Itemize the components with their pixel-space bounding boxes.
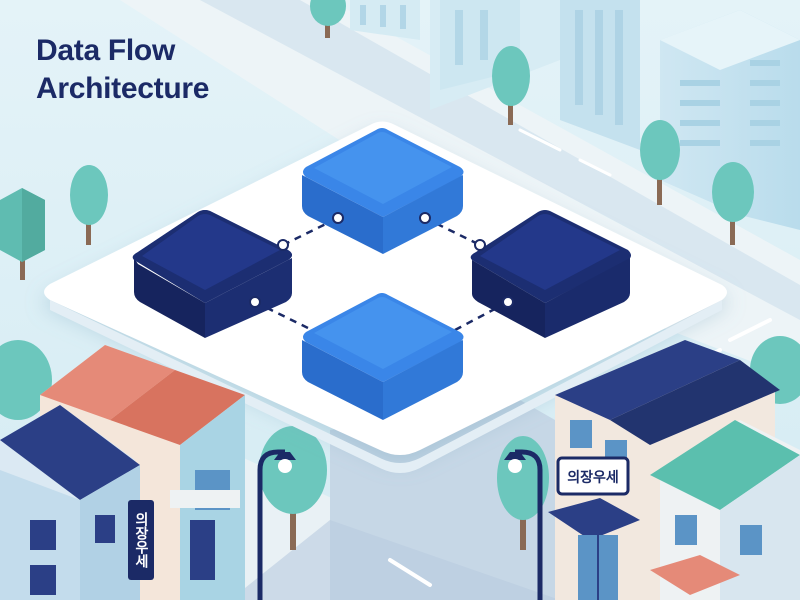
page-title: Data Flow Architecture bbox=[36, 32, 209, 108]
sign-horizontal bbox=[556, 456, 630, 496]
endpoint-dot bbox=[502, 296, 514, 308]
street-lamps bbox=[257, 449, 543, 600]
tree bbox=[70, 165, 108, 245]
tree bbox=[492, 46, 530, 125]
tree bbox=[0, 188, 45, 280]
connector-left-top bbox=[282, 216, 339, 247]
sign-vertical-text: 의장우세 bbox=[133, 511, 149, 569]
connectors bbox=[254, 216, 509, 332]
street-lamp bbox=[257, 449, 296, 600]
background-buildings bbox=[350, 0, 800, 230]
connector-endpoints bbox=[249, 212, 514, 308]
sign-vertical bbox=[128, 500, 154, 580]
diagram-platform bbox=[44, 121, 727, 473]
tree bbox=[640, 120, 680, 205]
houses-right bbox=[548, 340, 800, 600]
node-bottom[interactable] bbox=[302, 293, 464, 420]
node-left[interactable] bbox=[132, 210, 292, 338]
title-line-2: Architecture bbox=[36, 72, 210, 105]
connector-left-bottom bbox=[254, 300, 313, 332]
node-right[interactable] bbox=[470, 210, 631, 338]
endpoint-dot bbox=[332, 212, 344, 224]
sign-horizontal-text: 의장우세 bbox=[567, 469, 619, 486]
houses-left bbox=[0, 345, 245, 600]
endpoint-dot bbox=[419, 212, 431, 224]
tree bbox=[310, 0, 346, 38]
endpoint-dot bbox=[249, 296, 261, 308]
tree bbox=[0, 340, 52, 420]
tree bbox=[259, 426, 327, 550]
street-lamp bbox=[504, 449, 543, 600]
connector-bottom-right bbox=[454, 300, 509, 332]
title-line-1: Data Flow bbox=[36, 34, 175, 67]
endpoint-dot bbox=[474, 239, 486, 251]
tree bbox=[712, 162, 754, 245]
endpoint-dot bbox=[277, 239, 289, 251]
connector-top-right bbox=[424, 216, 481, 247]
